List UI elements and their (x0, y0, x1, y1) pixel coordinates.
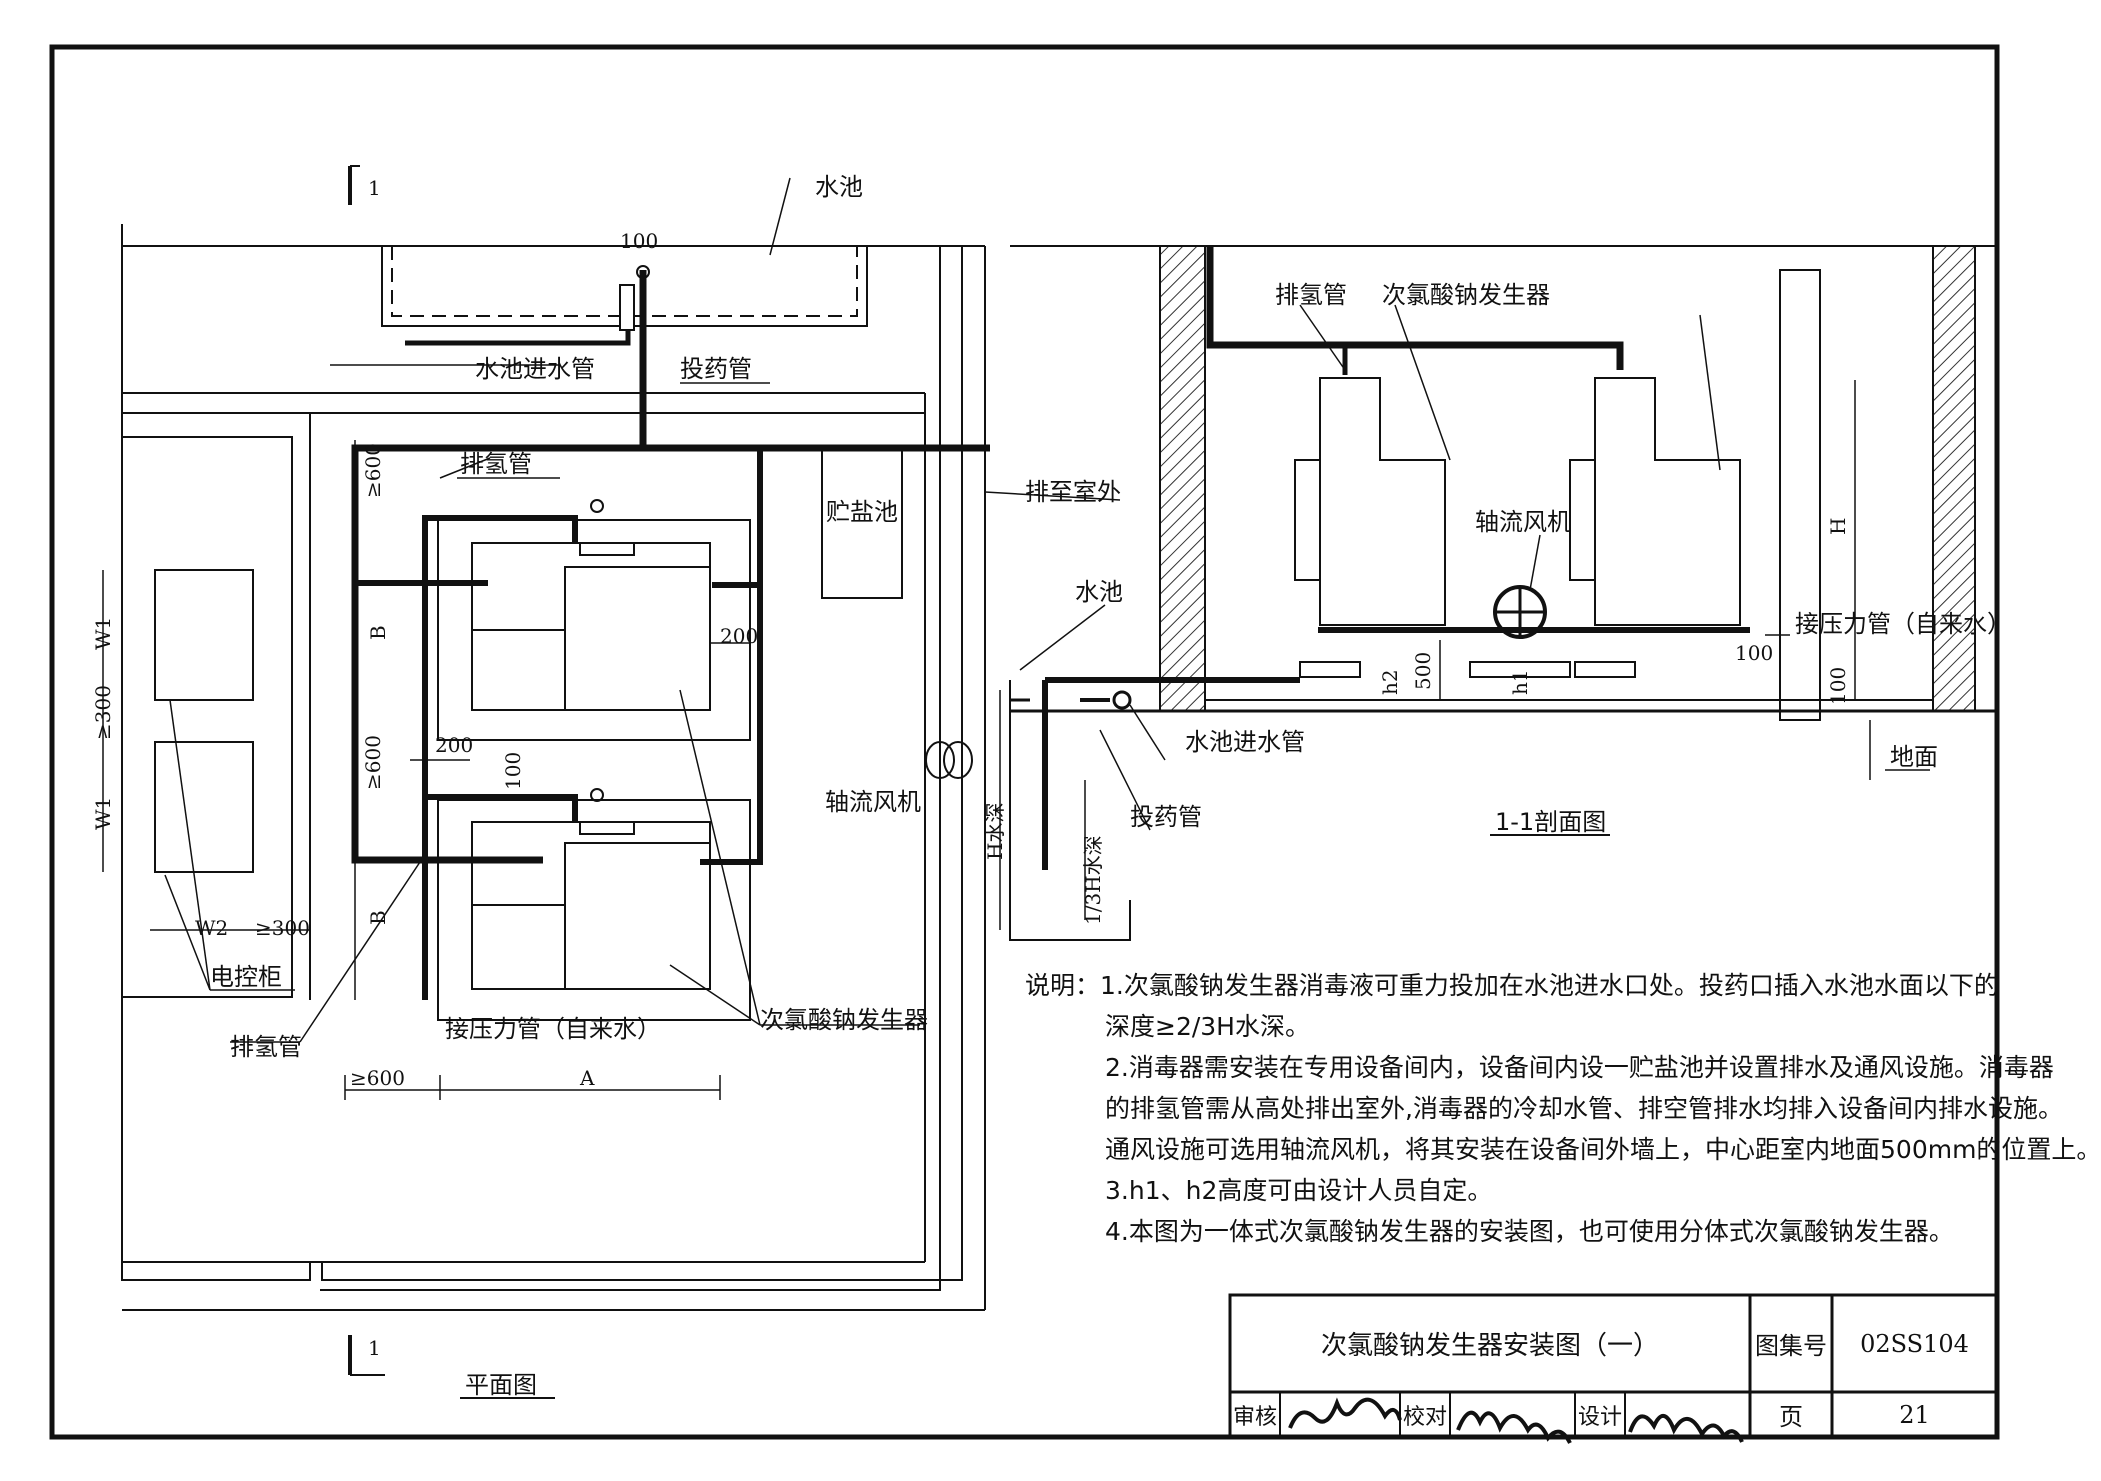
section-title: 1-1剖面图 (1495, 808, 1606, 836)
design-label: 设计 (1577, 1404, 1622, 1430)
plan-pool-label: 水池 (815, 173, 863, 201)
section-dim-100b: 100 (1826, 667, 1850, 705)
plan-dim-A: A (579, 1066, 595, 1090)
plan-h2-vent-label: 排氢管 (460, 450, 532, 478)
section-view (999, 245, 1997, 941)
plan-dim-100b: 100 (501, 752, 525, 790)
plan-section-mark-top: 1 (368, 176, 381, 200)
section-dosing-pipe-label: 投药管 (1130, 803, 1202, 831)
plan-dim-W2: W2 (195, 916, 228, 940)
plan-labels: 水池 水池进水管 投药管 排氢管 排至室外 贮盐池 轴流风机 电控柜 接压力管（… (91, 173, 1121, 1399)
drawing-canvas: 水池 水池进水管 投药管 排氢管 排至室外 贮盐池 轴流风机 电控柜 接压力管（… (49, 44, 2011, 1444)
note-line-1: 1.次氯酸钠发生器消毒液可重力投加在水池进水口处。投药口插入水池水面以下的 (1100, 971, 1999, 1000)
section-h2-vent-label: 排氢管 (1275, 281, 1347, 309)
review-label: 审核 (1232, 1404, 1277, 1430)
section-dim-Hdepth: H水深 (983, 803, 1007, 860)
section-dim-h2: h2 (1378, 669, 1402, 695)
check-label: 校对 (1402, 1404, 1447, 1430)
signatures (1288, 1397, 1744, 1444)
plan-h2-vent-label-2: 排氢管 (230, 1033, 302, 1061)
note-line-4: 的排氢管需从高处排出室外,消毒器的冷却水管、排空管排水均排入设备间内排水设施。 (1105, 1094, 2063, 1123)
notes-heading-line: 说明：1.次氯酸钠发生器消毒液可重力投加在水池进水口处。投药口插入水池水面以下的 (1025, 965, 2101, 1006)
plan-dosing-pipe-label: 投药管 (680, 355, 752, 383)
plan-control-cabinet-label: 电控柜 (210, 963, 282, 991)
plan-dim-600a: ≥600 (361, 443, 385, 498)
note-line-6: 3.h1、h2高度可由设计人员自定。 (1105, 1176, 1493, 1205)
plan-dim-200b: 200 (435, 733, 473, 757)
plan-generator-label: 次氯酸钠发生器 (760, 1006, 928, 1034)
drawing-frame (49, 44, 2000, 1440)
section-dim-H: H (1826, 518, 1850, 535)
section-pool-label: 水池 (1075, 578, 1123, 606)
note-line-3: 2.消毒器需安装在专用设备间内，设备间内设一贮盐池并设置排水及通风设施。消毒器 (1105, 1053, 2054, 1082)
plan-to-outside-label: 排至室外 (1025, 478, 1121, 506)
note-line-2: 深度≥2/3H水深。 (1105, 1012, 1310, 1041)
plan-dim-W1a: W1 (91, 617, 115, 650)
plan-title: 平面图 (465, 1371, 537, 1399)
section-generator-label: 次氯酸钠发生器 (1382, 281, 1550, 309)
plan-pool-inlet-label: 水池进水管 (475, 355, 595, 383)
plan-dim-600b: ≥600 (361, 735, 385, 790)
atlas-label: 图集号 (1755, 1332, 1827, 1360)
plan-dim-W1b: W1 (91, 797, 115, 830)
notes-heading: 说明： (1025, 971, 1101, 1000)
page-label: 页 (1779, 1403, 1803, 1431)
plan-dim-B2: B (366, 910, 390, 925)
plan-salt-tank-label: 贮盐池 (826, 498, 898, 526)
plan-section-mark-bottom: 1 (368, 1336, 381, 1360)
page-number: 21 (1899, 1400, 1930, 1429)
section-ground-label: 地面 (1890, 743, 1938, 771)
section-dim-h1: h1 (1508, 669, 1532, 695)
section-labels: 排氢管 次氯酸钠发生器 轴流风机 水池 接压力管（自来水） 水池进水管 投药管 … (983, 281, 2011, 925)
note-line-7: 4.本图为一体式次氯酸钠发生器的安装图，也可使用分体式次氯酸钠发生器。 (1105, 1217, 1954, 1246)
section-fan-label: 轴流风机 (1475, 508, 1571, 536)
plan-view (102, 165, 1121, 1399)
plan-dim-100: 100 (620, 229, 658, 253)
section-dim-depth13: 1/3H水深 (1081, 835, 1105, 925)
section-dim-100a: 100 (1735, 641, 1773, 665)
plan-pressure-pipe-label: 接压力管（自来水） (445, 1015, 661, 1043)
section-dim-500: 500 (1411, 652, 1435, 690)
section-pressure-pipe-label: 接压力管（自来水） (1795, 610, 2011, 638)
drawing-title: 次氯酸钠发生器安装图（一） (1320, 1331, 1659, 1361)
title-block-frame (1228, 1293, 1999, 1439)
plan-dim-600c: ≥600 (350, 1066, 405, 1090)
plan-dim-B1: B (366, 625, 390, 640)
plan-dim-300b: ≥300 (255, 916, 310, 940)
plan-fan-label: 轴流风机 (825, 788, 921, 816)
note-line-5: 通风设施可选用轴流风机，将其安装在设备间外墙上，中心距室内地面500mm的位置上… (1105, 1135, 2101, 1164)
plan-dim-300a: ≥300 (91, 685, 115, 740)
plan-dim-200a: 200 (720, 624, 758, 648)
notes-block: 说明：1.次氯酸钠发生器消毒液可重力投加在水池进水口处。投药口插入水池水面以下的… (1025, 965, 2101, 1252)
atlas-number: 02SS104 (1860, 1329, 1969, 1358)
section-pool-inlet-label: 水池进水管 (1185, 728, 1305, 756)
